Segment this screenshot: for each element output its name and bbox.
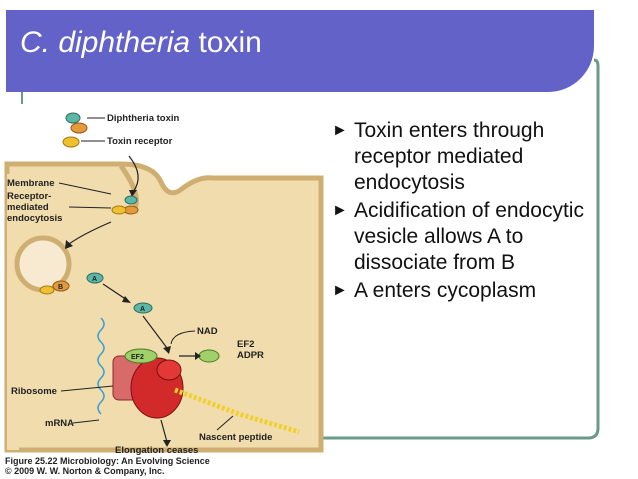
leader-membrane: [58, 182, 112, 195]
arrow-release-head: [122, 296, 131, 303]
vesicle-receptor: [39, 285, 55, 295]
arrow-release: [102, 283, 128, 301]
arrow-to-ef2: [142, 315, 168, 349]
bullet-item-2: ► Acidification of endocytic vesicle allo…: [330, 198, 602, 276]
receptor-icon: [62, 136, 80, 148]
title-italic: C. diphtheria: [20, 26, 191, 59]
label-endocytosis-3: endocytosis: [7, 213, 62, 224]
released-a-label: A: [92, 276, 97, 283]
leader-nad: [170, 330, 196, 345]
leader-endocytosis: [68, 206, 112, 209]
bullet-list: ► Toxin enters through receptor mediated …: [330, 118, 602, 306]
bullet-item-3: ► A enters cycoplasm: [330, 278, 602, 304]
label-endocytosis-2: mediated: [7, 202, 49, 213]
arrow-elongation: [160, 419, 168, 443]
cell-cytoplasm: [4, 161, 324, 453]
bullet-icon: ►: [332, 202, 348, 219]
subunit-b-icon: [70, 122, 88, 134]
label-toxin-receptor: Toxin receptor: [107, 136, 173, 147]
leader-ribosome: [60, 385, 114, 392]
bullet-icon: ►: [332, 122, 348, 139]
label-nascent-peptide: Nascent peptide: [199, 432, 272, 443]
toxin-outside: [62, 112, 88, 148]
label-membrane: Membrane: [7, 178, 55, 189]
label-ef2: EF2: [237, 339, 254, 350]
ribosome-icon: EF2: [112, 348, 184, 419]
toxin-at-membrane: [111, 195, 139, 215]
figure-caption-line2: © 2009 W. W. Norton & Company, Inc.: [5, 466, 165, 476]
arrow-to-ef2-head: [163, 346, 171, 354]
bullet-icon: ►: [332, 282, 348, 299]
cytoplasm-subunit-a: [133, 302, 153, 314]
bullet-text-3: A enters cycoplasm: [354, 279, 537, 302]
label-adpr: ADPR: [237, 350, 264, 361]
arrow-elongation-head: [163, 440, 171, 447]
label-mrna: mRNA: [45, 418, 74, 429]
arrow-entry-head: [129, 190, 137, 197]
diphtheria-toxin-figure: Diphtheria toxin Toxin receptor Membrane…: [4, 112, 324, 476]
ribosome-ef2-label: EF2: [131, 354, 144, 361]
label-elongation-ceases: Elongation ceases: [115, 445, 198, 456]
cytoplasm-a-label: A: [140, 306, 145, 313]
label-ribosome: Ribosome: [11, 386, 57, 397]
arrow-ef2-adpr-head: [195, 352, 201, 360]
cell-left-fill: [7, 174, 19, 450]
label-nad: NAD: [197, 326, 218, 337]
vesicle-subunit-b: [52, 280, 70, 292]
ef2-adpr-icon: [198, 349, 220, 363]
vesicle-b-label: B: [58, 284, 63, 291]
figure-caption-line1: Figure 25.22 Microbiology: An Evolving S…: [5, 456, 210, 466]
leader-nascent: [216, 415, 234, 431]
leader-mrna: [72, 419, 100, 424]
mrna-strand: [97, 317, 105, 415]
arrow-vesicle: [68, 221, 112, 245]
released-subunit-a: [86, 272, 104, 284]
bullet-item-1: ► Toxin enters through receptor mediated …: [330, 118, 602, 196]
slide-title: C. diphtheria toxin: [20, 26, 262, 60]
arrow-entry: [128, 155, 139, 193]
bullet-text-2: Acidification of endocytic vesicle allow…: [354, 199, 584, 274]
bullet-text-1: Toxin enters through receptor mediated e…: [354, 119, 545, 194]
subunit-a-icon: [65, 112, 81, 124]
label-diphtheria-toxin: Diphtheria toxin: [107, 113, 180, 124]
title-rest: toxin: [190, 26, 262, 59]
label-endocytosis-1: Receptor-: [7, 191, 51, 202]
nascent-peptide: [174, 387, 300, 435]
arrow-vesicle-head: [65, 240, 73, 249]
